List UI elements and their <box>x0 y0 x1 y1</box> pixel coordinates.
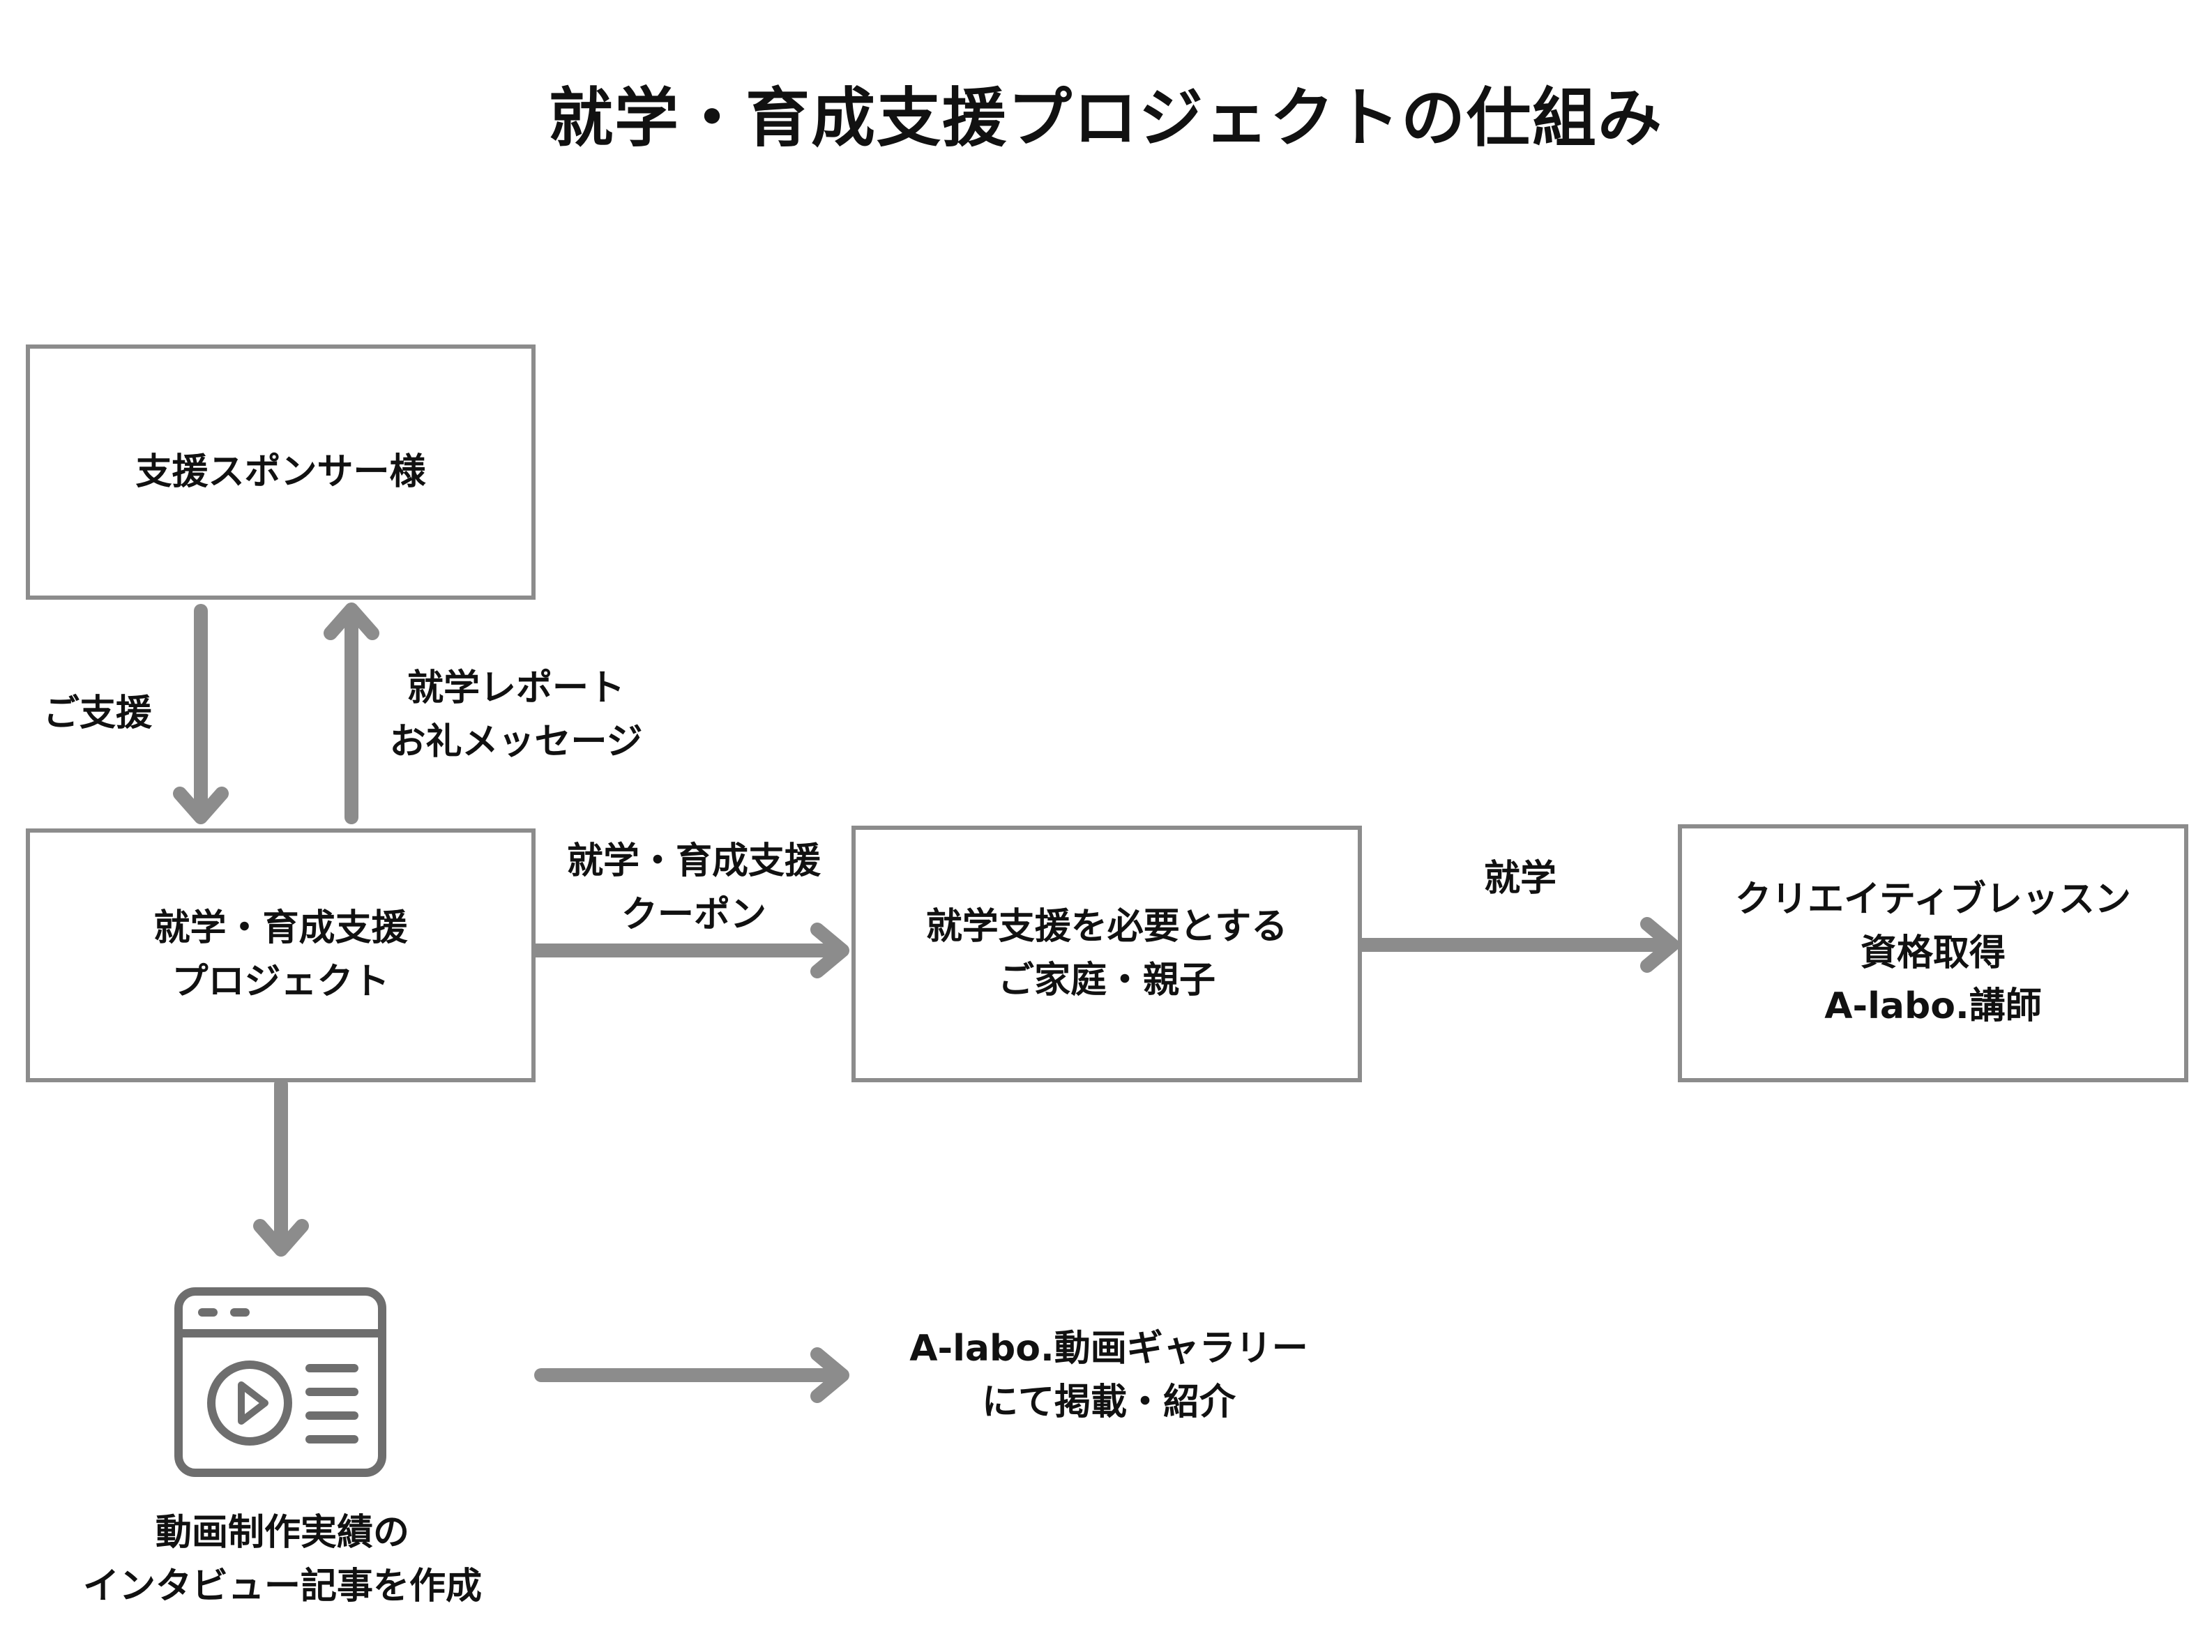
edge-label-report: 就学レポート お礼メッセージ <box>389 667 643 763</box>
arrow-report-up <box>324 603 379 824</box>
arrow-coupon-right <box>529 923 849 978</box>
node-sponsor: 支援スポンサー様 <box>26 344 536 600</box>
diagram-title: 就学・育成支援プロジェクトの仕組み <box>548 81 1663 156</box>
arrow-gallery-right <box>534 1347 849 1403</box>
node-lesson: クリエイティブレッスン 資格取得 A-labo.講師 <box>1678 824 2188 1082</box>
edge-label-coupon: 就学・育成支援 クーポン <box>566 840 821 936</box>
edge-label-support: ご支援 <box>43 692 152 734</box>
arrow-support-down <box>173 604 229 824</box>
node-gallery: A-labo.動画ギャラリー にて掲載・紹介 <box>909 1328 1308 1423</box>
arrow-video-down <box>253 1077 309 1257</box>
node-project: 就学・育成支援 プロジェクト <box>26 828 536 1082</box>
node-video-caption: 動画制作実績の インタビュー記事を作成 <box>82 1512 482 1607</box>
arrow-schooling-right <box>1355 917 1679 973</box>
node-family: 就学支援を必要とする ご家庭・親子 <box>851 826 1362 1082</box>
edge-label-schooling: 就学 <box>1483 858 1556 900</box>
video-player-icon <box>174 1287 386 1477</box>
